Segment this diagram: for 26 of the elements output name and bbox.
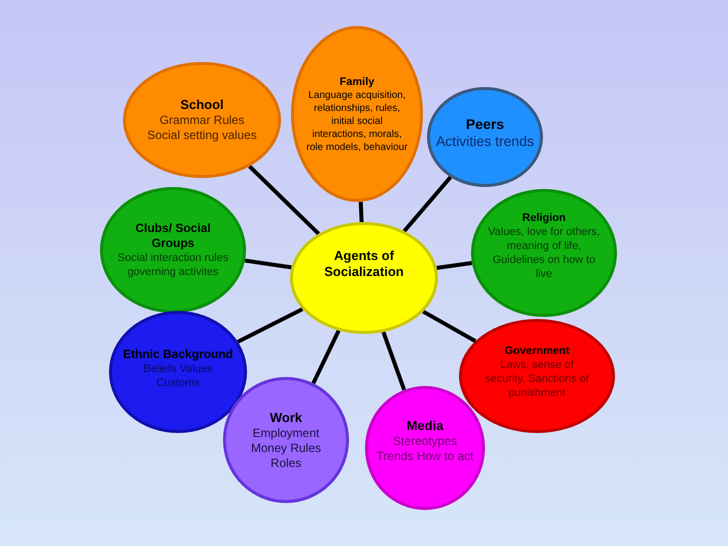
connector-line: [382, 331, 406, 391]
connector-line: [402, 176, 452, 232]
category-description: Language acquisition, relationships, rules, initial social interactions, morals, role models, behaviour: [305, 88, 409, 154]
connector-line: [358, 202, 364, 222]
category-description: Laws, sense of security, Sanctions of punishment: [484, 358, 590, 400]
category-heading: Work: [268, 410, 304, 426]
category-heading: Agents of Socialization: [323, 248, 405, 280]
connector-line: [244, 258, 292, 270]
category-description: Values, love for others, meaning of life, Guidelines on how to live: [488, 225, 600, 281]
category-heading: School: [179, 97, 225, 113]
category-description: Beliefs Values Customs: [142, 362, 214, 390]
category-heading: Ethnic Background: [123, 346, 233, 362]
category-heading: Government: [504, 344, 570, 358]
category-description: Stereotypes Trends How to act: [376, 434, 474, 464]
connector-line: [248, 164, 320, 236]
connector-line: [237, 307, 304, 344]
category-description: Activities trends: [435, 133, 535, 150]
category-description: Employment Money Rules Roles: [250, 426, 322, 470]
category-heading: Peers: [464, 116, 506, 133]
category-heading: Family: [338, 74, 376, 88]
connector-line: [422, 310, 476, 343]
category-description: Social interaction rules governing activites: [117, 251, 229, 279]
category-description: Grammar Rules Social setting values: [146, 113, 258, 143]
category-heading: Clubs/ Social Groups: [134, 221, 212, 251]
category-heading: Media: [406, 418, 444, 434]
category-heading: Religion: [521, 211, 567, 225]
